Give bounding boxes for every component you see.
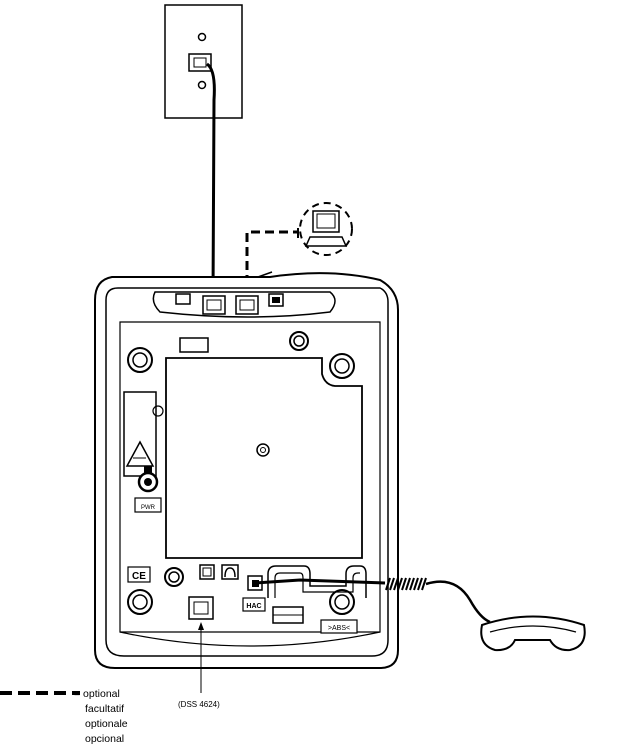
ce-mark: CE (127, 566, 151, 583)
legend-line-4: opcional (85, 733, 124, 745)
svg-text:PWR: PWR (141, 505, 156, 511)
handset-cord (254, 578, 386, 585)
pwr-badge: PWR (134, 497, 162, 513)
headset-icon (221, 564, 239, 580)
top-vent (179, 337, 209, 353)
svg-text:HAC: HAC (246, 603, 261, 610)
svg-text:>ABS<: >ABS< (328, 625, 350, 632)
data-jack (199, 564, 215, 580)
legend-line-3: optionale (85, 718, 128, 730)
top-jacks (175, 293, 284, 315)
legend-line-1: = optional (74, 688, 120, 700)
handset-icon (480, 615, 586, 652)
dss-label: (DSS 4624) (178, 700, 220, 709)
abs-badge: >ABS< (320, 619, 358, 634)
power-jack-icon (137, 466, 159, 493)
hac-badge: HAC (242, 597, 266, 612)
legend: = optional facultatif optionale opcional (0, 688, 128, 745)
dss-jack (188, 596, 214, 620)
svg-text:CE: CE (132, 571, 146, 582)
screw-bosses (127, 331, 355, 615)
line-cord (206, 62, 216, 299)
handset-cord-coil (385, 577, 427, 591)
computer-icon (297, 202, 353, 256)
wall-jack-icon (164, 4, 243, 119)
legend-line-2: facultatif (85, 703, 124, 715)
